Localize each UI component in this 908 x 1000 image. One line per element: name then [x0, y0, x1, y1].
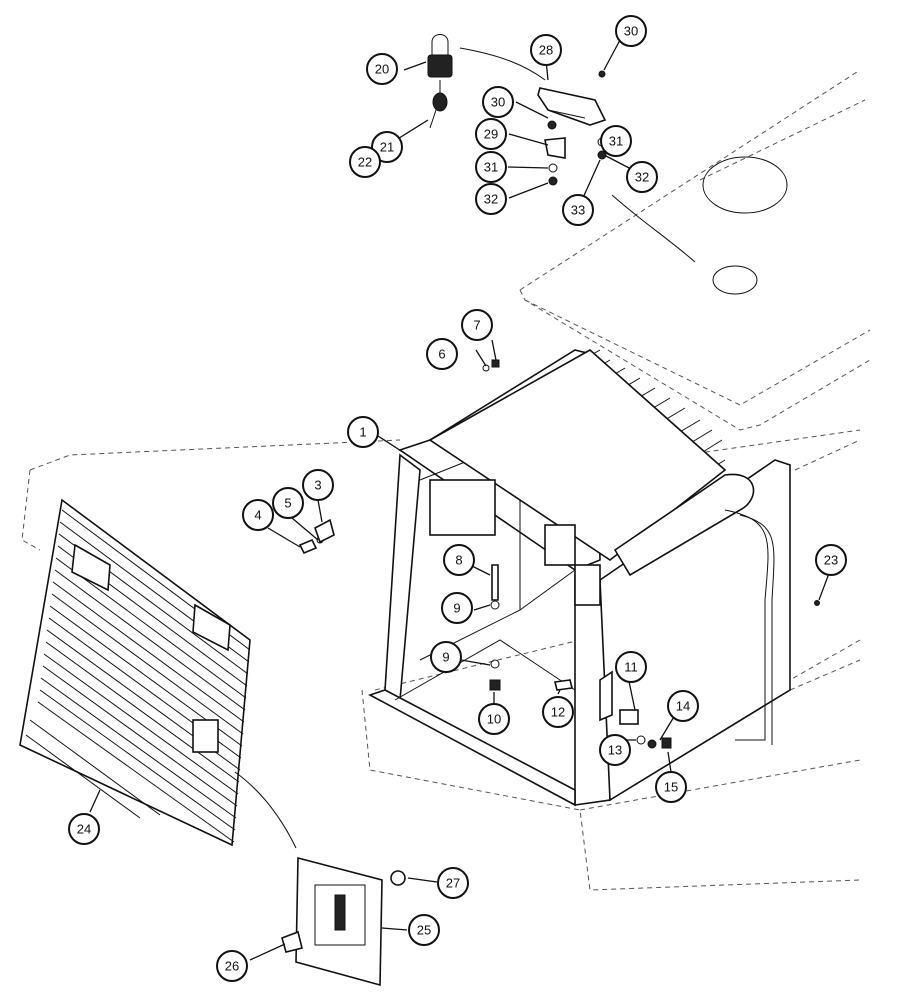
padlock [427, 34, 453, 129]
callout-9-lower: 9 [430, 641, 462, 673]
hardware [298, 359, 820, 749]
svg-text:12: 12 [551, 705, 565, 720]
callout-5: 5 [272, 487, 304, 519]
latch-assembly [281, 856, 406, 987]
svg-text:30: 30 [624, 24, 638, 39]
callout-31-left: 31 [475, 151, 507, 183]
rops-frame [367, 349, 791, 807]
svg-text:13: 13 [608, 743, 622, 758]
svg-text:32: 32 [484, 192, 498, 207]
callout-3: 3 [302, 469, 334, 501]
leader-lines [89, 39, 832, 961]
callout-25: 25 [408, 914, 440, 946]
svg-text:1: 1 [359, 425, 366, 440]
svg-text:10: 10 [487, 712, 501, 727]
svg-text:4: 4 [254, 508, 261, 523]
svg-text:28: 28 [539, 43, 553, 58]
callout-21: 21 [371, 131, 403, 163]
svg-text:21: 21 [380, 140, 394, 155]
callout-8: 8 [443, 544, 475, 576]
callout-11: 11 [615, 651, 647, 683]
callout-10: 10 [478, 703, 510, 735]
svg-text:9: 9 [453, 601, 460, 616]
svg-text:27: 27 [446, 876, 460, 891]
svg-text:23: 23 [824, 553, 838, 568]
callout-12: 12 [542, 696, 574, 728]
svg-text:20: 20 [375, 62, 389, 77]
svg-text:32: 32 [635, 170, 649, 185]
svg-text:15: 15 [664, 780, 678, 795]
callout-23: 23 [815, 544, 847, 576]
grille-panel [19, 498, 251, 847]
callout-22: 22 [349, 146, 381, 178]
svg-text:24: 24 [77, 822, 91, 837]
callout-7: 7 [461, 309, 493, 341]
callout-28: 28 [530, 34, 562, 66]
svg-text:5: 5 [284, 496, 291, 511]
callout-6: 6 [426, 338, 458, 370]
callout-4: 4 [242, 499, 274, 531]
callout-30-top: 30 [615, 15, 647, 47]
svg-text:26: 26 [225, 959, 239, 974]
callout-24: 24 [68, 813, 100, 845]
svg-text:30: 30 [491, 95, 505, 110]
top-slats [428, 349, 727, 561]
callout-1: 1 [347, 416, 379, 448]
callout-20: 20 [366, 53, 398, 85]
callout-26: 26 [216, 950, 248, 982]
svg-text:33: 33 [571, 203, 585, 218]
svg-text:11: 11 [624, 660, 638, 675]
callout-29: 29 [475, 118, 507, 150]
callout-31-right: 31 [600, 125, 632, 157]
svg-text:3: 3 [314, 478, 321, 493]
callout-15: 15 [655, 771, 687, 803]
svg-text:31: 31 [484, 160, 498, 175]
callouts: 20 21 22 28 30 30 29 31 31 32 32 33 7 6 … [68, 15, 847, 982]
callout-14: 14 [667, 690, 699, 722]
callout-32-right: 32 [626, 161, 658, 193]
callout-9-upper: 9 [441, 592, 473, 624]
svg-text:25: 25 [417, 923, 431, 938]
callout-30-left: 30 [482, 86, 514, 118]
svg-text:9: 9 [442, 650, 449, 665]
svg-text:22: 22 [358, 155, 372, 170]
svg-text:8: 8 [455, 553, 462, 568]
hasp-bracket [537, 70, 607, 186]
svg-text:14: 14 [676, 699, 690, 714]
svg-text:7: 7 [473, 318, 480, 333]
callout-13: 13 [599, 734, 631, 766]
svg-text:31: 31 [609, 134, 623, 149]
callout-33: 33 [562, 194, 594, 226]
callout-32-left: 32 [475, 183, 507, 215]
svg-text:6: 6 [438, 347, 445, 362]
callout-27: 27 [437, 867, 469, 899]
svg-text:29: 29 [484, 127, 498, 142]
